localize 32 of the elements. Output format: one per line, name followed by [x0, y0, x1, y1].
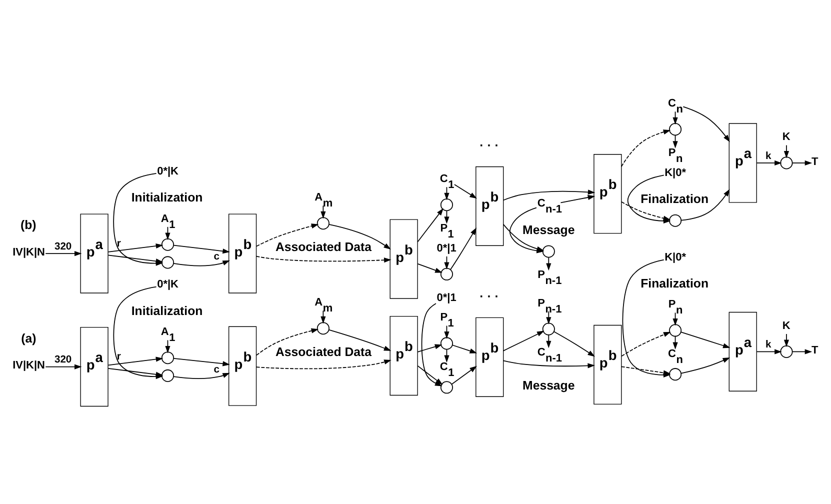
node-text: K: [782, 131, 790, 144]
label: (a): [21, 331, 36, 346]
label: (b): [20, 218, 36, 232]
node-text: 0*|1: [436, 242, 456, 254]
node-text: K|0*: [664, 166, 686, 179]
label: Associated Data: [275, 240, 372, 254]
node-text: IV|K|N: [12, 246, 45, 258]
label: Initialization: [131, 190, 203, 205]
edge-label: 320: [54, 241, 72, 252]
node-text: T: [812, 156, 818, 168]
edge-label: r: [116, 351, 121, 362]
label: · · ·: [480, 289, 499, 304]
label: Message: [522, 222, 575, 237]
edge-label: 320: [54, 354, 72, 366]
node-text: K|0*: [664, 251, 686, 264]
label: · · ·: [480, 138, 499, 152]
node-text: 0*|K: [157, 278, 178, 291]
edge-label: k: [766, 340, 772, 351]
edge-label: c: [214, 252, 220, 263]
node-text: 0*|1: [436, 292, 456, 304]
label: Initialization: [131, 304, 203, 318]
node-text: T: [812, 344, 818, 357]
label: Finalization: [640, 192, 709, 206]
edge-label: k: [766, 150, 772, 162]
node-text: K: [782, 320, 790, 332]
node-text: IV|K|N: [12, 360, 45, 372]
label: Associated Data: [275, 345, 372, 360]
label: Message: [522, 378, 575, 393]
edge-label: c: [214, 364, 220, 376]
label: Finalization: [640, 276, 709, 290]
node-text: 0*|K: [157, 165, 178, 178]
edge-label: r: [116, 238, 121, 250]
